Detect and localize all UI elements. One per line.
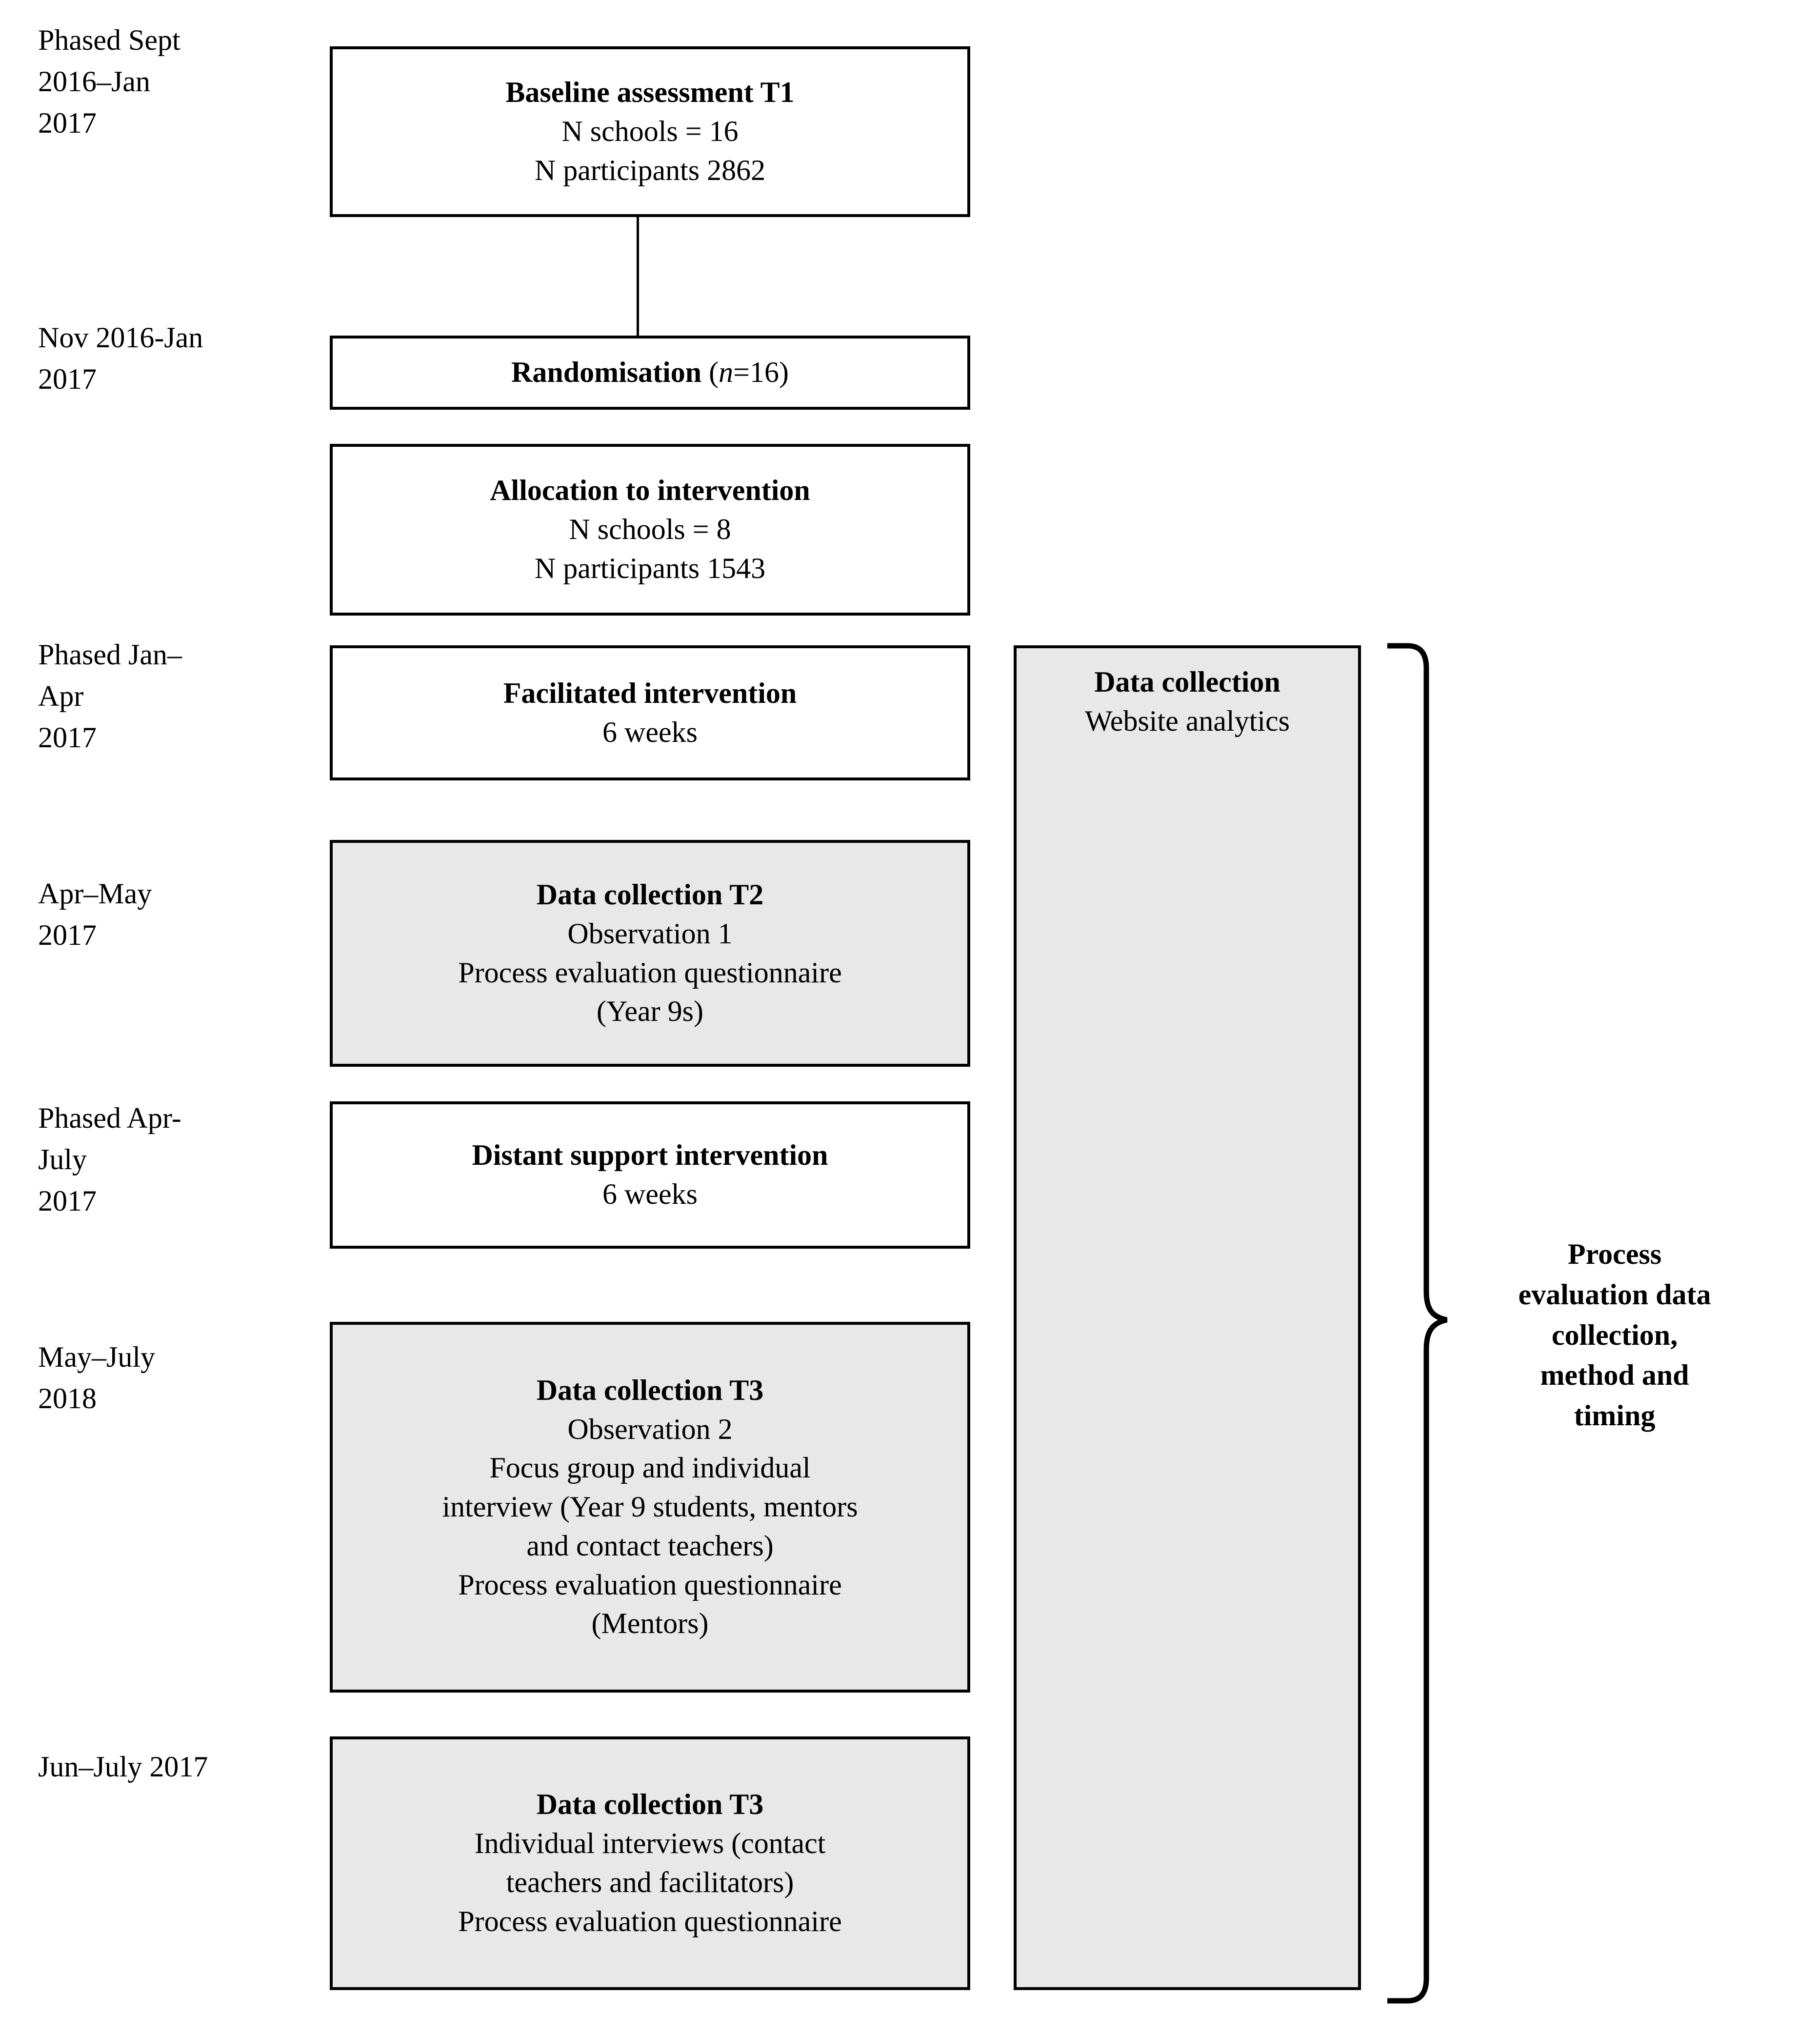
timeline-label-data-collection-t3-b: Jun–July 2017 — [38, 1751, 208, 1783]
brace-label-process-evaluation: Process evaluation data collection, meth… — [1518, 1238, 1711, 1432]
box-allocation-line-2: N participants 1543 — [534, 552, 766, 584]
box-t3b-heading: Data collection T3 — [536, 1788, 764, 1821]
box-allocation-line-1: N schools = 8 — [569, 513, 731, 546]
box-data-collection-t2: Data collection T2 Observation 1 Process… — [330, 840, 970, 1067]
box-t2-line-1: Observation 1 — [567, 917, 733, 950]
box-distant-support-heading: Distant support intervention — [472, 1139, 828, 1172]
box-facilitated-line-1: 6 weeks — [602, 716, 698, 748]
box-allocation-to-intervention: Allocation to intervention N schools = 8… — [330, 444, 970, 616]
box-t2-line-2: Process evaluation questionnaire — [458, 956, 842, 989]
box-baseline-line-2: N participants 2862 — [534, 154, 766, 186]
box-data-collection-t3-a: Data collection T3 Observation 2 Focus g… — [330, 1322, 970, 1693]
box-t2-line-3: (Year 9s) — [597, 995, 703, 1028]
box-t3a-line-1: Observation 2 — [567, 1413, 733, 1445]
box-t3a-line-3: interview (Year 9 students, mentors — [442, 1491, 858, 1523]
timeline-label-facilitated: Phased Jan– Apr 2017 — [38, 638, 182, 754]
box-data-collection-t3-b: Data collection T3 Individual interviews… — [330, 1736, 970, 1990]
timeline-label-distant-support: Phased Apr- July 2017 — [38, 1102, 181, 1217]
box-t3b-line-1: Individual interviews (contact — [474, 1827, 826, 1860]
box-baseline-heading: Baseline assessment T1 — [505, 76, 795, 109]
box-t2-heading: Data collection T2 — [536, 878, 764, 911]
col-heading: Data collection — [1094, 666, 1280, 698]
timeline-label-baseline: Phased Sept 2016–Jan 2017 — [38, 24, 180, 140]
timeline-label-data-collection-t2: Apr–May 2017 — [38, 877, 152, 952]
box-baseline-line-1: N schools = 16 — [561, 115, 739, 148]
box-facilitated-heading: Facilitated intervention — [503, 677, 797, 709]
box-randomisation-n-italic: n — [719, 356, 734, 389]
box-randomisation-paren-close: =16) — [733, 356, 789, 389]
box-t3b-line-3: Process evaluation questionnaire — [458, 1905, 842, 1937]
timeline-label-randomisation: Nov 2016-Jan 2017 — [38, 321, 203, 396]
box-distant-support-intervention: Distant support intervention 6 weeks — [330, 1101, 970, 1249]
box-t3a-line-5: Process evaluation questionnaire — [458, 1568, 842, 1601]
box-randomisation: Randomisation (n=16) — [330, 336, 970, 410]
box-randomisation-heading: Randomisation (n=16) — [340, 353, 960, 392]
box-t3a-line-4: and contact teachers) — [526, 1529, 774, 1562]
box-randomisation-paren-open: ( — [701, 356, 719, 389]
box-facilitated-intervention: Facilitated intervention 6 weeks — [330, 645, 970, 780]
box-randomisation-heading-text: Randomisation — [511, 356, 702, 389]
box-baseline-assessment: Baseline assessment T1 N schools = 16 N … — [330, 46, 970, 217]
box-t3a-heading: Data collection T3 — [536, 1374, 764, 1406]
right-brace — [1384, 643, 1453, 2004]
box-website-analytics-column: Data collection Website analytics — [1014, 645, 1361, 1990]
box-distant-support-line-1: 6 weeks — [602, 1178, 698, 1210]
connector-baseline-to-randomisation — [637, 217, 639, 336]
col-line-1: Website analytics — [1084, 704, 1290, 737]
box-allocation-heading: Allocation to intervention — [490, 474, 810, 507]
box-t3b-line-2: teachers and facilitators) — [506, 1866, 794, 1898]
box-t3a-line-6: (Mentors) — [591, 1607, 709, 1640]
box-t3a-line-2: Focus group and individual — [489, 1452, 811, 1484]
timeline-label-data-collection-t3-a: May–July 2018 — [38, 1341, 155, 1415]
